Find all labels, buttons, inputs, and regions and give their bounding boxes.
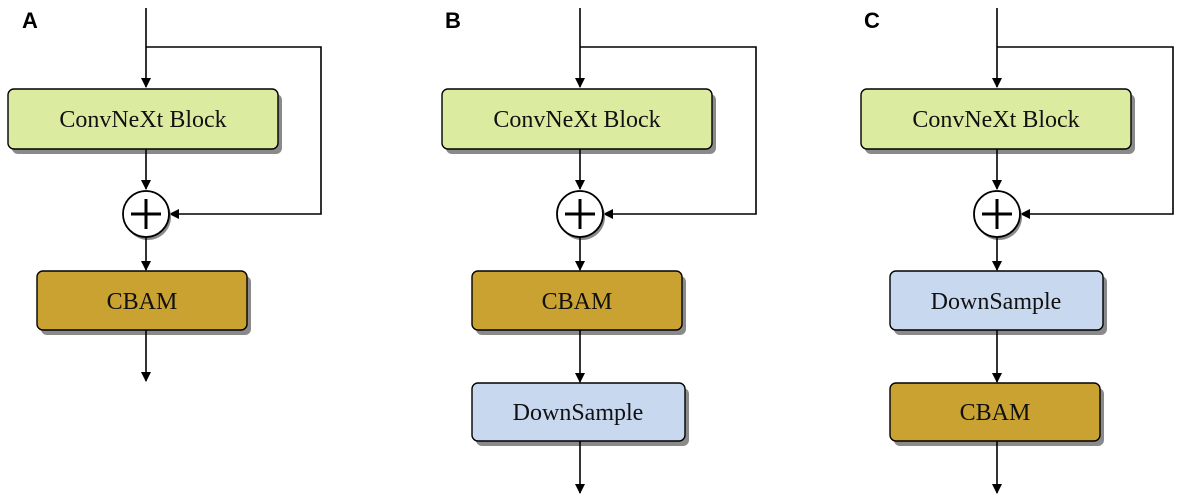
add-node-c [973, 190, 1022, 240]
cbam-block-c: CBAM [889, 382, 1104, 446]
convnext-box-c [860, 88, 1132, 150]
panel-c: ConvNeXt Block DownSample CBAM [860, 8, 1174, 494]
convnext-box-a [7, 88, 279, 150]
downsample-block-c: DownSample [889, 270, 1107, 335]
panel-b: ConvNeXt Block CBAM DownSample [441, 8, 757, 494]
convnext-block-a: ConvNeXt Block [7, 88, 282, 154]
cbam-box-a [36, 270, 248, 331]
skip-connection-b [580, 46, 757, 219]
panel-a: ConvNeXt Block CBAM [7, 8, 322, 382]
panel-label-c: C [864, 8, 880, 33]
skip-connection-a [146, 46, 322, 219]
cbam-box-c [889, 382, 1101, 442]
add-node-a [122, 190, 171, 240]
skip-connection-c [997, 46, 1174, 219]
convnext-label-b: ConvNeXt Block [493, 107, 660, 133]
cbam-label-b: CBAM [542, 289, 613, 315]
cbam-label-c: CBAM [960, 400, 1031, 426]
convnext-label-a: ConvNeXt Block [59, 107, 226, 133]
convnext-block-c: ConvNeXt Block [860, 88, 1135, 154]
downsample-label-b: DownSample [513, 400, 644, 426]
downsample-label-c: DownSample [931, 289, 1062, 315]
panel-label-b: B [445, 8, 461, 33]
cbam-block-a: CBAM [36, 270, 251, 335]
add-node-b [556, 190, 605, 240]
downsample-box-b [471, 382, 686, 442]
convnext-block-b: ConvNeXt Block [441, 88, 716, 154]
convnext-box-b [441, 88, 713, 150]
cbam-label-a: CBAM [107, 289, 178, 315]
panel-label-a: A [22, 8, 38, 33]
convnext-label-c: ConvNeXt Block [912, 107, 1079, 133]
cbam-box-b [471, 270, 683, 331]
cbam-block-b: CBAM [471, 270, 686, 335]
downsample-block-b: DownSample [471, 382, 689, 446]
